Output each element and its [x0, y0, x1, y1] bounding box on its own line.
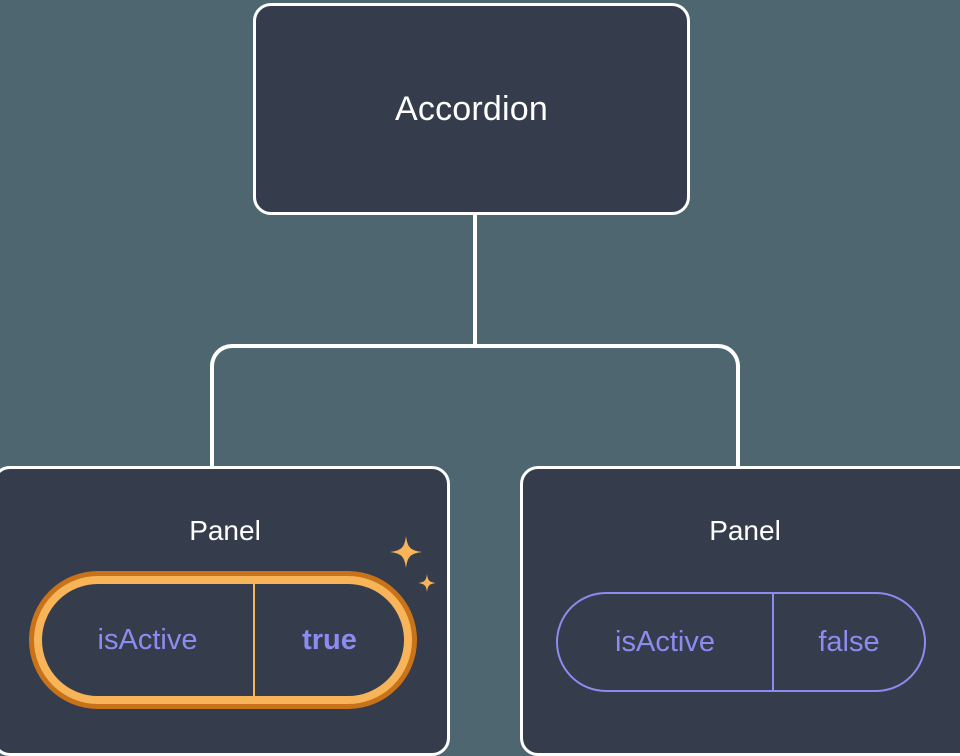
- prop-key: isActive: [558, 594, 774, 690]
- node-accordion-label: Accordion: [395, 89, 548, 128]
- node-panel-inactive-label: Panel: [709, 515, 781, 546]
- prop-pill-isactive-true[interactable]: isActive true: [34, 576, 412, 704]
- prop-value: true: [302, 623, 357, 656]
- prop-key: isActive: [42, 584, 255, 696]
- prop-value: false: [818, 625, 880, 658]
- edge-root-to-branch: [473, 215, 477, 346]
- edge-branch-bracket: [210, 344, 740, 468]
- node-accordion[interactable]: Accordion: [253, 3, 690, 215]
- prop-pill-isactive-false[interactable]: isActive false: [556, 592, 926, 692]
- component-tree-canvas: Accordion Panel isActive true Panel isAc…: [0, 3, 960, 756]
- node-panel-active-label: Panel: [189, 515, 261, 546]
